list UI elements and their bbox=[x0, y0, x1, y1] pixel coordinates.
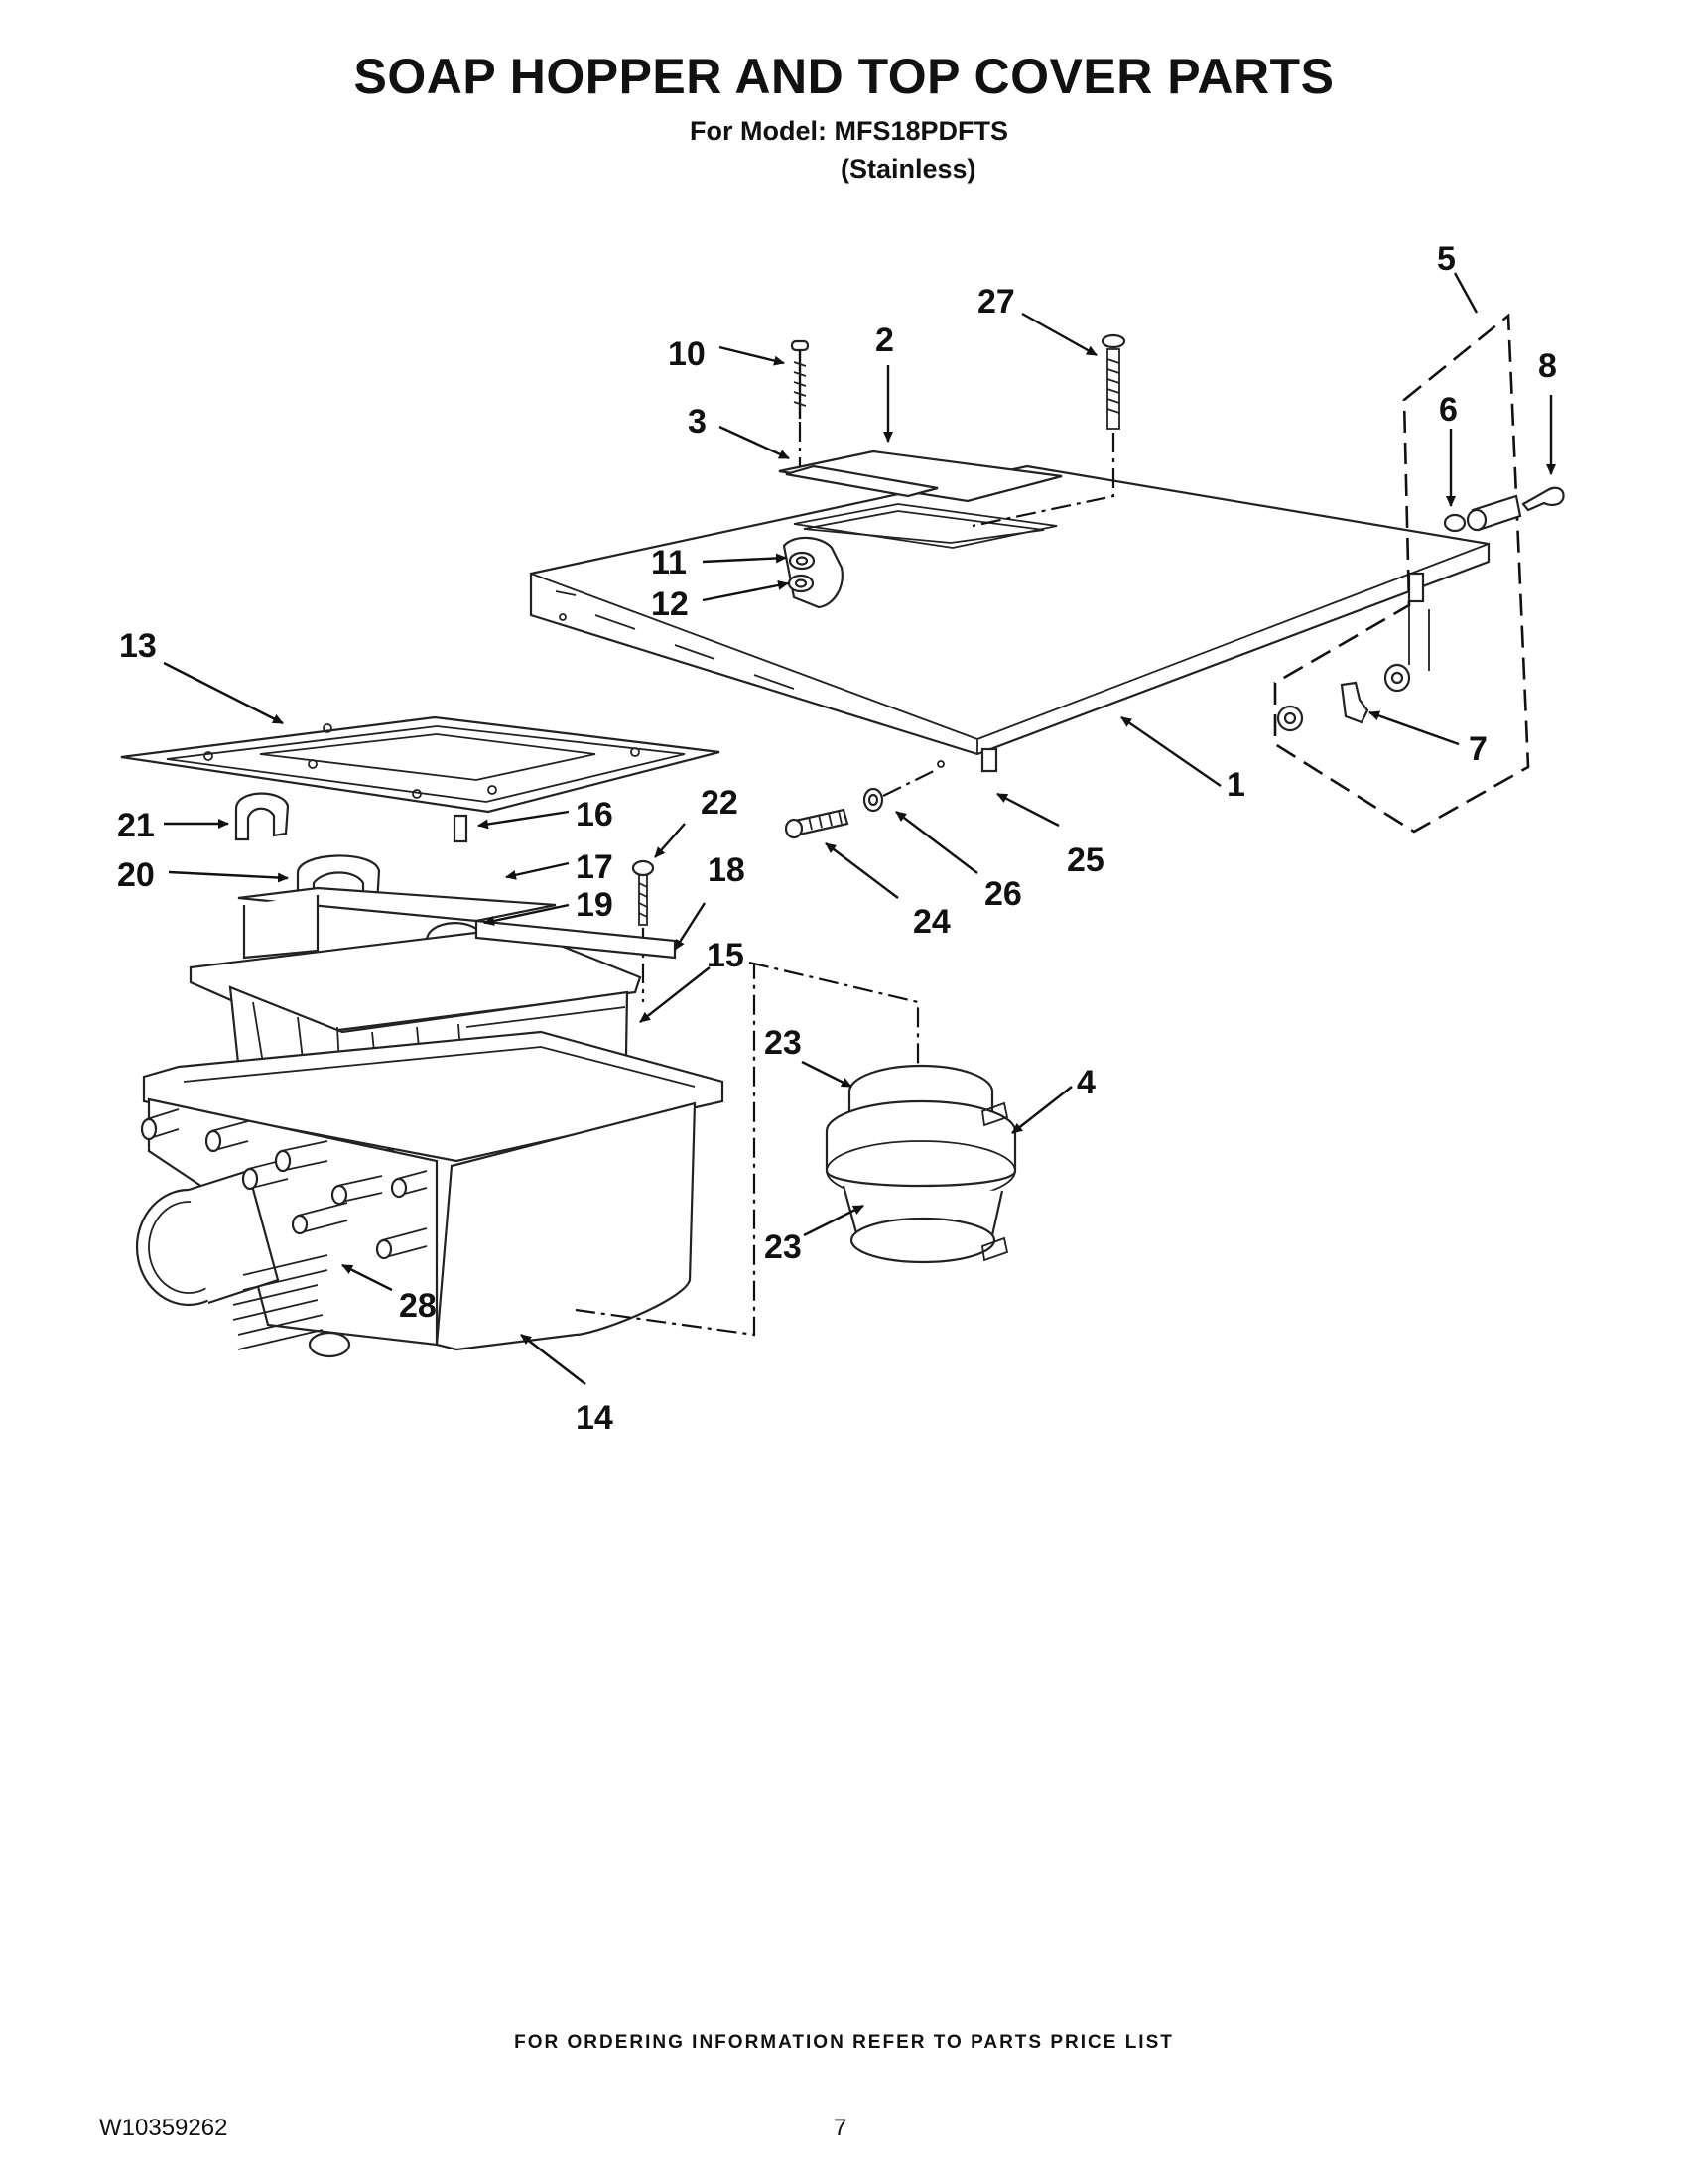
callout-23-top: 23 bbox=[764, 1024, 802, 1062]
callout-4: 4 bbox=[1077, 1064, 1096, 1101]
callout-16: 16 bbox=[576, 796, 613, 834]
callout-13: 13 bbox=[119, 627, 157, 665]
callout-24: 24 bbox=[913, 903, 951, 941]
callout-20: 20 bbox=[117, 856, 155, 894]
callout-3: 3 bbox=[688, 403, 707, 441]
callout-22: 22 bbox=[701, 784, 738, 822]
callout-labels: 1 2 3 4 5 6 7 8 10 11 12 13 14 15 16 17 … bbox=[117, 240, 1557, 1437]
callout-leaders bbox=[163, 272, 1556, 1385]
callout-10: 10 bbox=[668, 335, 706, 373]
callout-21: 21 bbox=[117, 807, 155, 844]
callout-11: 11 bbox=[651, 544, 687, 581]
ordering-note: FOR ORDERING INFORMATION REFER TO PARTS … bbox=[514, 2032, 1174, 2053]
callout-2: 2 bbox=[875, 321, 894, 359]
callout-25: 25 bbox=[1067, 841, 1104, 879]
top-cover-part bbox=[529, 464, 1491, 773]
callout-19: 19 bbox=[576, 886, 613, 924]
lock-assembly-part bbox=[1273, 313, 1565, 834]
callout-1: 1 bbox=[1227, 766, 1245, 804]
callout-14: 14 bbox=[576, 1399, 613, 1437]
callout-5: 5 bbox=[1437, 240, 1456, 278]
mounting-strip-part bbox=[785, 464, 939, 498]
callout-6: 6 bbox=[1439, 391, 1458, 429]
tub-part bbox=[135, 1030, 724, 1358]
screw-washer-24-26-part bbox=[784, 768, 939, 839]
page-number: 7 bbox=[834, 2115, 847, 2141]
callout-18: 18 bbox=[708, 851, 745, 889]
callout-23-bottom: 23 bbox=[764, 1228, 802, 1266]
callout-17: 17 bbox=[576, 848, 613, 886]
page-title: SOAP HOPPER AND TOP COVER PARTS bbox=[353, 49, 1335, 104]
hose-adapter-part bbox=[575, 961, 1017, 1337]
callout-8: 8 bbox=[1538, 347, 1557, 385]
callout-7: 7 bbox=[1469, 730, 1488, 768]
callout-28: 28 bbox=[399, 1287, 437, 1325]
hinge-plate-washers-part bbox=[782, 536, 844, 609]
document-number: W10359262 bbox=[99, 2115, 228, 2141]
screw-27-part bbox=[972, 333, 1126, 528]
gasket-part bbox=[120, 715, 720, 814]
screw-10-part bbox=[790, 339, 810, 466]
callout-27: 27 bbox=[977, 283, 1015, 321]
callout-26: 26 bbox=[984, 875, 1022, 913]
callout-12: 12 bbox=[651, 585, 689, 623]
finish-line: (Stainless) bbox=[841, 154, 976, 184]
model-line: For Model: MFS18PDFTS bbox=[690, 116, 1009, 146]
callout-15: 15 bbox=[707, 937, 744, 974]
